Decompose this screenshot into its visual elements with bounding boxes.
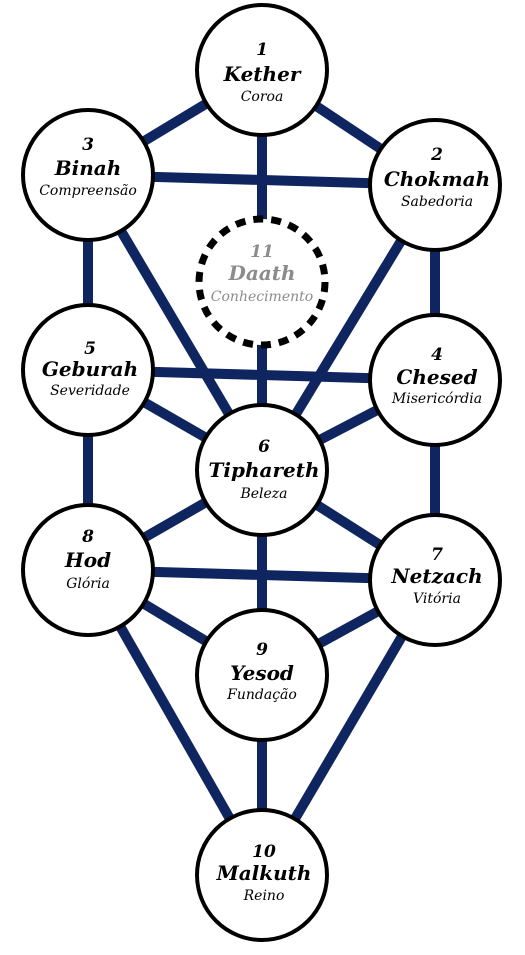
hod-meaning: Glória — [66, 576, 110, 592]
tiphareth-name: Tiphareth — [208, 458, 319, 482]
chokmah-meaning: Sabedoria — [401, 194, 473, 210]
kether-number: 1 — [256, 40, 268, 60]
sephirah-chokmah: 2 Chokmah Sabedoria — [368, 118, 502, 252]
malkuth-name: Malkuth — [216, 861, 312, 885]
chesed-number: 4 — [431, 345, 443, 365]
sephirah-daath: 11 Daath Conhecimento — [195, 215, 329, 349]
malkuth-meaning: Reino — [243, 888, 285, 904]
tiphareth-meaning: Beleza — [239, 486, 287, 502]
chokmah-number: 2 — [430, 145, 443, 165]
chesed-circle — [368, 313, 502, 447]
binah-name: Binah — [54, 156, 122, 180]
tiphareth-circle — [195, 403, 329, 537]
malkuth-number: 10 — [252, 842, 276, 862]
netzach-meaning: Vitória — [413, 591, 461, 607]
daath-name: Daath — [227, 261, 295, 285]
hod-number: 8 — [81, 527, 94, 547]
sephirah-kether: 1 Kether Coroa — [195, 3, 329, 137]
netzach-number: 7 — [431, 545, 443, 565]
malkuth-circle — [195, 808, 329, 942]
hod-name: Hod — [64, 548, 111, 572]
tiphareth-number: 6 — [258, 437, 270, 457]
kether-name: Kether — [223, 62, 302, 86]
sephirah-tiphareth: 6 Tiphareth Beleza — [195, 403, 329, 537]
hod-circle — [21, 503, 155, 637]
chokmah-name: Chokmah — [384, 167, 490, 191]
binah-circle — [21, 108, 155, 242]
geburah-number: 5 — [84, 339, 96, 359]
yesod-meaning: Fundação — [226, 687, 297, 703]
chesed-meaning: Misericórdia — [391, 391, 482, 407]
yesod-name: Yesod — [230, 661, 294, 685]
sephirah-hod: 8 Hod Glória — [21, 503, 155, 637]
netzach-name: Netzach — [390, 564, 482, 588]
sephirah-geburah: 5 Geburah Severidade — [21, 303, 155, 437]
daath-number: 11 — [250, 242, 274, 262]
sephirah-malkuth: 10 Malkuth Reino — [195, 808, 329, 942]
netzach-circle — [368, 513, 502, 647]
sephirah-binah: 3 Binah Compreensão — [21, 108, 155, 242]
binah-meaning: Compreensão — [39, 183, 137, 199]
geburah-meaning: Severidade — [50, 383, 130, 399]
binah-number: 3 — [82, 135, 94, 155]
daath-meaning: Conhecimento — [211, 289, 313, 305]
yesod-number: 9 — [256, 640, 268, 660]
geburah-circle — [21, 303, 155, 437]
yesod-circle — [195, 608, 329, 742]
chokmah-circle — [368, 118, 502, 252]
chesed-name: Chesed — [396, 365, 477, 389]
kether-meaning: Coroa — [241, 89, 284, 105]
geburah-name: Geburah — [42, 357, 138, 381]
daath-circle — [195, 215, 329, 349]
sephirah-netzach: 7 Netzach Vitória — [368, 513, 502, 647]
sephirah-chesed: 4 Chesed Misericórdia — [368, 313, 502, 447]
kether-circle — [195, 3, 329, 137]
sephirah-yesod: 9 Yesod Fundação — [195, 608, 329, 742]
